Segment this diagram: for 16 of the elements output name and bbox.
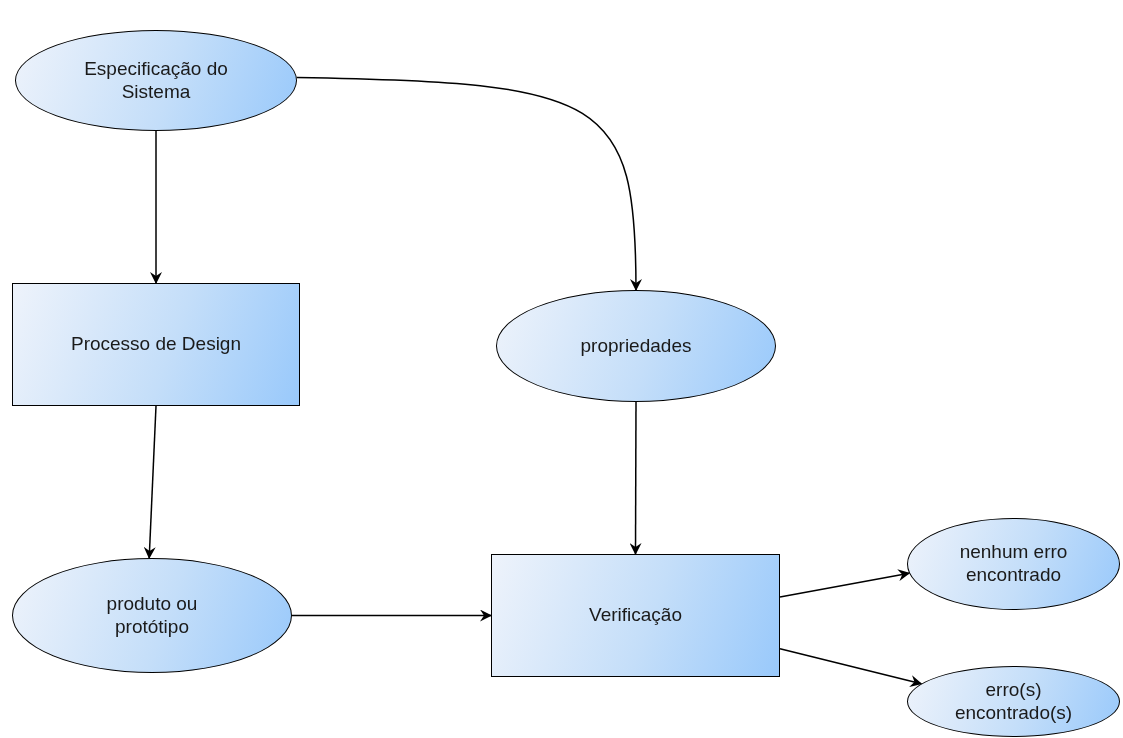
node-label: propriedades [579,334,693,358]
process-box [12,283,300,406]
arrow [779,569,911,598]
arrow [296,76,642,291]
process-box [491,554,780,677]
arrow [150,130,162,284]
node-label: erro(s) encontrado(s) [953,678,1074,725]
arrow [143,405,157,559]
node-label: nenhum erro encontrado [958,541,1069,587]
node-label: produto ou protótipo [105,592,199,639]
arrow [291,609,492,622]
node-label: Especificação do Sistema [83,57,229,104]
arrow [629,401,642,555]
arrow [779,647,923,687]
node-label: Verificação [588,604,683,627]
node-label: Processo de Design [69,333,242,356]
